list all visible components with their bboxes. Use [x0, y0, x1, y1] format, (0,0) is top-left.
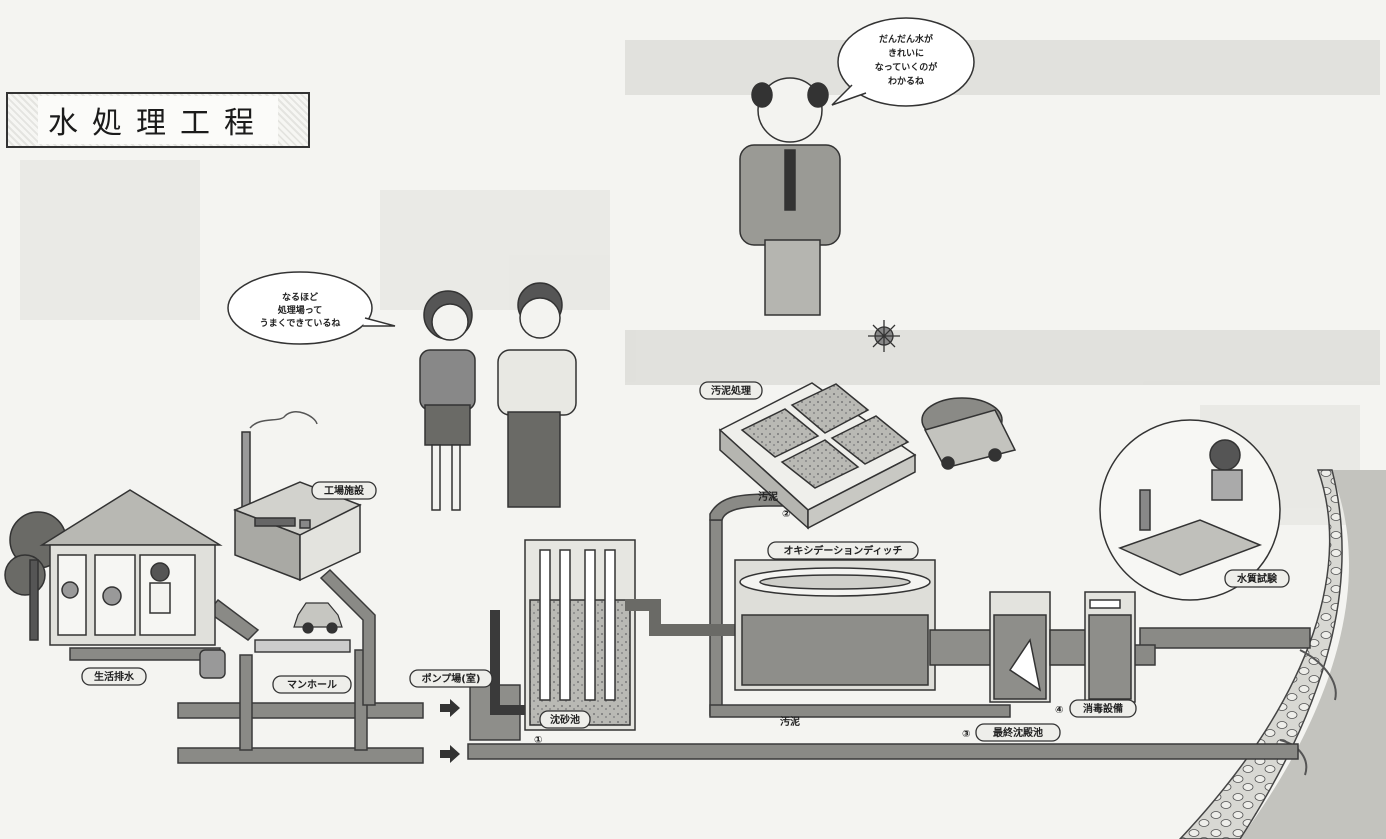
- label-sludge-treatment: 汚泥処理: [700, 382, 762, 399]
- svg-text:消毒設備: 消毒設備: [1083, 702, 1123, 715]
- label-manhole: マンホール: [273, 676, 351, 693]
- label-factory: 工場施設: [312, 482, 376, 499]
- label-sludge-upper: 汚泥: [758, 490, 778, 503]
- professor-bubble-line-4: わかるね: [888, 76, 924, 87]
- disinfection-facility: [1085, 592, 1135, 702]
- label-oxidation-ditch: オキシデーションディッチ: [768, 542, 918, 559]
- svg-text:マンホール: マンホール: [287, 679, 337, 691]
- oxidation-ditch: [735, 560, 995, 690]
- couple-bubble-line-1: なるほど: [282, 291, 318, 303]
- svg-text:工場施設: 工場施設: [324, 484, 365, 497]
- svg-text:生活排水: 生活排水: [94, 670, 135, 683]
- svg-text:水質試験: 水質試験: [1236, 572, 1278, 585]
- step-number-4: ④: [1055, 705, 1063, 716]
- label-water-quality-test: 水質試験: [1225, 570, 1289, 587]
- label-sludge-lower: 汚泥: [780, 715, 800, 728]
- grit-chamber: [495, 540, 765, 730]
- professor-bubble-line-2: きれいに: [888, 48, 924, 59]
- couple-bubble-line-3: うまくできているね: [260, 318, 341, 329]
- professor-bubble-line-3: なっていくのが: [875, 61, 939, 73]
- final-clarifier: [990, 592, 1090, 702]
- svg-text:ポンプ場(室): ポンプ場(室): [422, 672, 481, 685]
- step-number-2: ②: [782, 509, 790, 520]
- car: [294, 603, 342, 633]
- step-number-1: ①: [534, 735, 542, 746]
- label-domestic-wastewater: 生活排水: [82, 668, 146, 685]
- label-final-clarifier: 最終沈殿池: [976, 724, 1060, 741]
- man-character: [498, 283, 576, 507]
- professor-character: [740, 78, 840, 315]
- step-number-3: ③: [962, 729, 970, 740]
- woman-character: [420, 291, 475, 510]
- house: [5, 490, 220, 645]
- label-pump-station: ポンプ場(室): [410, 670, 492, 687]
- svg-text:汚泥処理: 汚泥処理: [711, 384, 751, 397]
- svg-text:沈砂池: 沈砂池: [550, 713, 580, 726]
- svg-text:オキシデーションディッチ: オキシデーションディッチ: [783, 544, 902, 557]
- couple-bubble-line-2: 処理場って: [277, 304, 323, 316]
- flow-arrows: [440, 699, 460, 763]
- label-disinfection: 消毒設備: [1070, 700, 1136, 717]
- truck: [922, 398, 1015, 469]
- couple-speech-bubble: なるほど 処理場って うまくできているね: [228, 272, 395, 344]
- label-grit-chamber: 沈砂池: [540, 711, 590, 728]
- professor-speech-bubble: だんだん水が きれいに なっていくのが わかるね: [832, 18, 974, 106]
- svg-text:最終沈殿池: 最終沈殿池: [993, 726, 1043, 739]
- professor-bubble-line-1: だんだん水が: [879, 33, 934, 45]
